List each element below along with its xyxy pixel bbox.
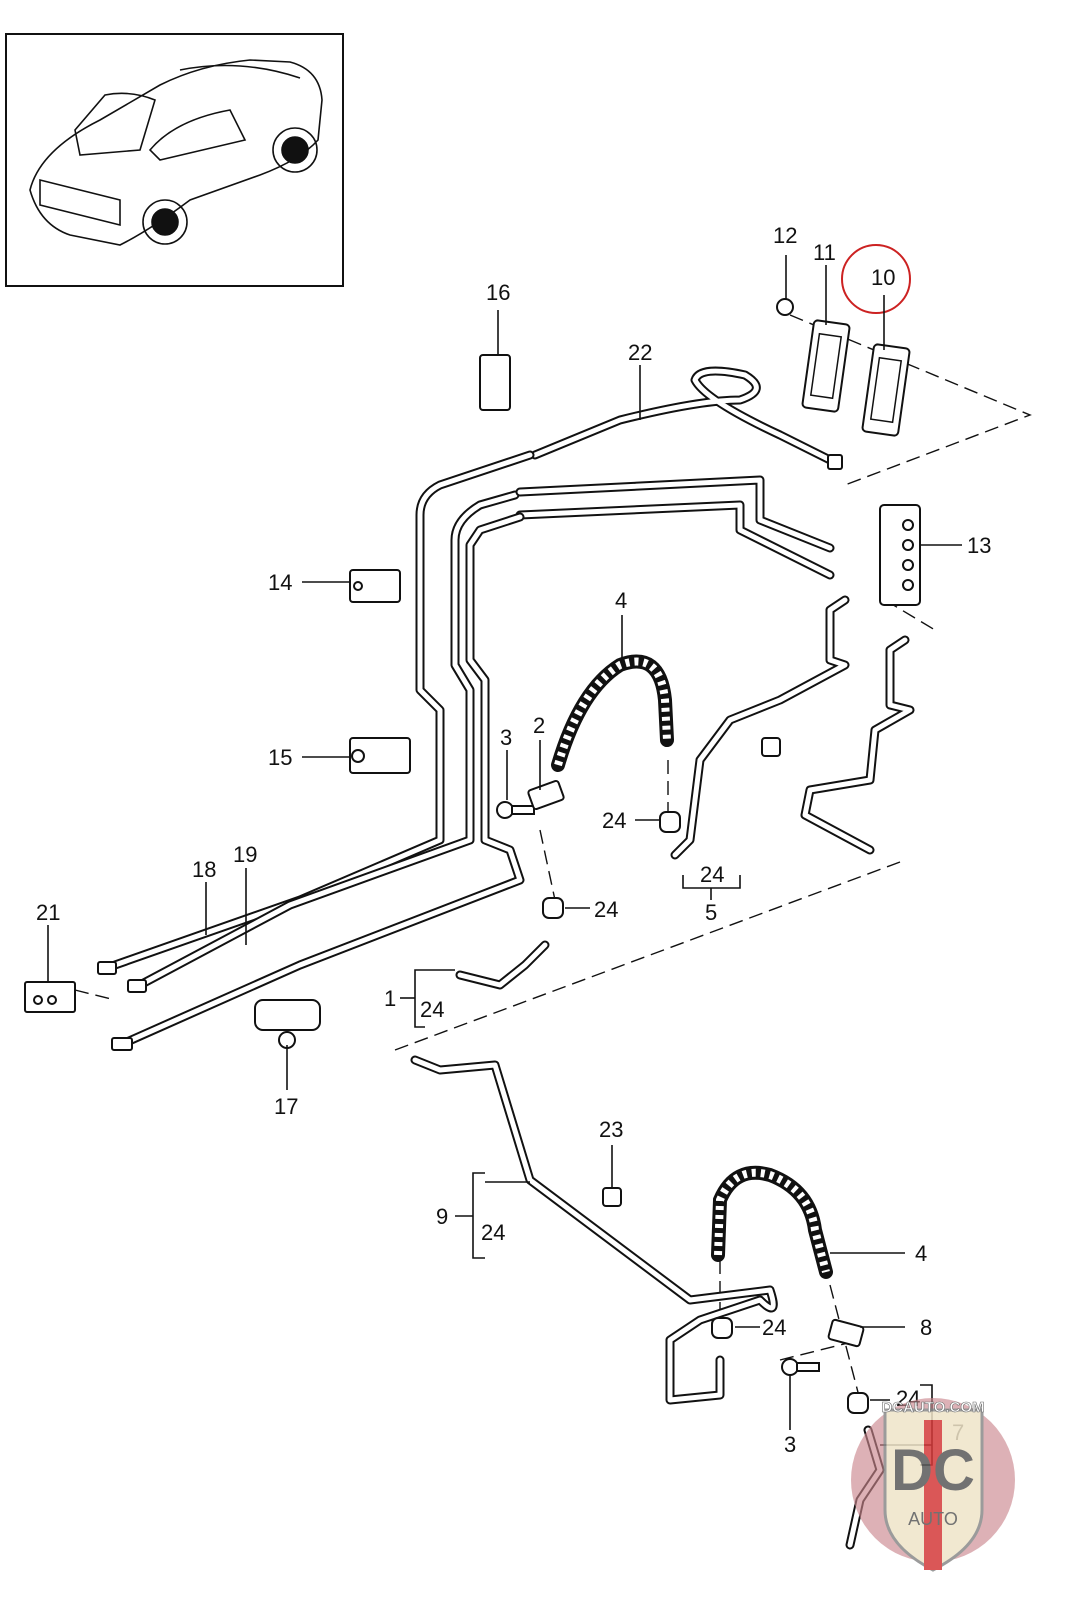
label-24b: 24 (700, 862, 724, 887)
label-21: 21 (36, 900, 60, 925)
label-4a: 4 (615, 588, 627, 613)
part-labels: 12 11 10 16 22 13 14 4 2 3 15 24 19 18 2… (36, 223, 991, 1457)
brake-lines (110, 366, 915, 1550)
label-18: 18 (192, 857, 216, 882)
label-8: 8 (920, 1315, 932, 1340)
watermark-site: DCAUTO.COM (881, 1399, 984, 1416)
label-17: 17 (274, 1094, 298, 1119)
label-10: 10 (871, 265, 895, 290)
label-22: 22 (628, 340, 652, 365)
dashed-guides (74, 314, 1032, 1401)
label-3a: 3 (500, 725, 512, 750)
label-12: 12 (773, 223, 797, 248)
label-24a: 24 (602, 808, 626, 833)
car-thumbnail (5, 33, 344, 287)
dcauto-watermark: DCAUTO.COM DC AUTO (851, 1398, 1015, 1572)
label-24d: 24 (420, 997, 444, 1022)
watermark-stripe (924, 1420, 942, 1570)
watermark-sub: AUTO (908, 1509, 958, 1529)
label-4b: 4 (915, 1241, 927, 1266)
label-11: 11 (813, 240, 836, 265)
label-3b: 3 (784, 1432, 796, 1457)
label-14: 14 (268, 570, 292, 595)
label-9: 9 (436, 1204, 448, 1229)
label-15: 15 (268, 745, 292, 770)
flex-hose-front (551, 654, 674, 772)
label-24f: 24 (762, 1315, 786, 1340)
label-16: 16 (486, 280, 510, 305)
label-13: 13 (967, 533, 991, 558)
label-19: 19 (233, 842, 257, 867)
label-23: 23 (599, 1117, 623, 1142)
label-5: 5 (705, 900, 717, 925)
highlight-circle (841, 244, 911, 314)
label-24c: 24 (594, 897, 618, 922)
label-24e: 24 (481, 1220, 505, 1245)
watermark-logo: DC (891, 1438, 975, 1503)
label-2: 2 (533, 713, 545, 738)
label-1: 1 (384, 986, 396, 1011)
leader-lines (47, 255, 962, 1466)
small-parts (24, 298, 921, 1414)
